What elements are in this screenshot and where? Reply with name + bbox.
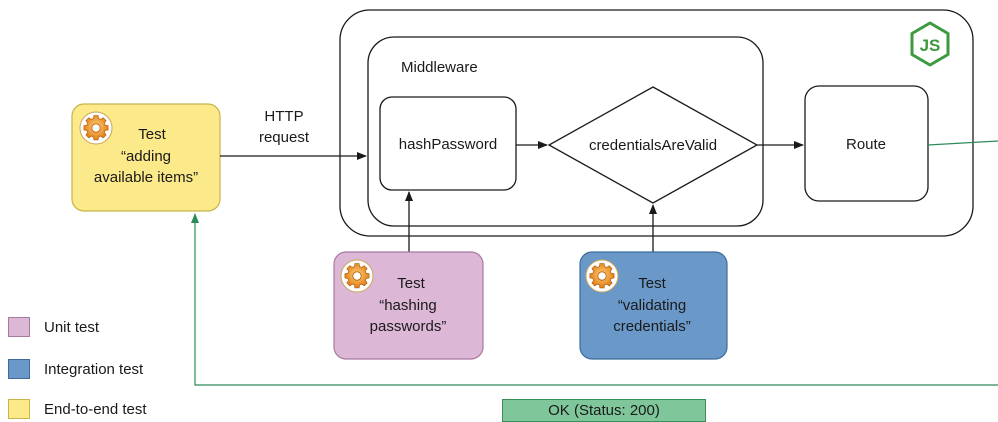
response-return-arrow (191, 213, 998, 386)
nodejs-logo-text: JS (920, 36, 941, 55)
unit-test-line1: Test (397, 275, 425, 292)
legend-e2e-swatch (8, 399, 30, 419)
e2e-test-line3: available items” (94, 169, 198, 186)
route-box (804, 85, 929, 202)
credentials-diamond (547, 86, 759, 204)
legend-unit-swatch (8, 317, 30, 337)
e2e-test-line1: Test (138, 126, 166, 143)
credentials-label: credentialsAreValid (589, 137, 717, 154)
integration-test-line2: “validating (618, 297, 686, 314)
unit-test-line3: passwords” (370, 318, 447, 335)
hash-password-box (379, 96, 517, 191)
legend-integration-swatch (8, 359, 30, 379)
integration-test-line1: Test (638, 275, 666, 292)
legend-integration-test: Integration test (8, 359, 143, 379)
gear-icon (585, 259, 619, 293)
nodejs-hexagon-icon: JS (910, 21, 950, 67)
http-request-line2: request (259, 129, 310, 146)
route-response-line (927, 140, 998, 146)
integration-test-line3: credentials” (613, 318, 691, 335)
legend-e2e-test: End-to-end test (8, 399, 147, 419)
legend-e2e-label: End-to-end test (44, 400, 147, 418)
gear-icon (340, 259, 374, 293)
legend-integration-label: Integration test (44, 360, 144, 378)
response-status-badge: OK (Status: 200) (502, 399, 706, 422)
legend-unit-label: Unit test (44, 318, 100, 336)
legend-unit-test: Unit test (8, 317, 99, 337)
e2e-test-line2: “adding (121, 148, 171, 165)
http-request-line1: HTTP (264, 108, 303, 125)
unit-test-line2: “hashing (379, 297, 437, 314)
gear-icon (79, 111, 113, 145)
middleware-title: Middleware (401, 59, 478, 76)
hash-password-label: hashPassword (399, 136, 497, 153)
route-label: Route (846, 136, 886, 153)
